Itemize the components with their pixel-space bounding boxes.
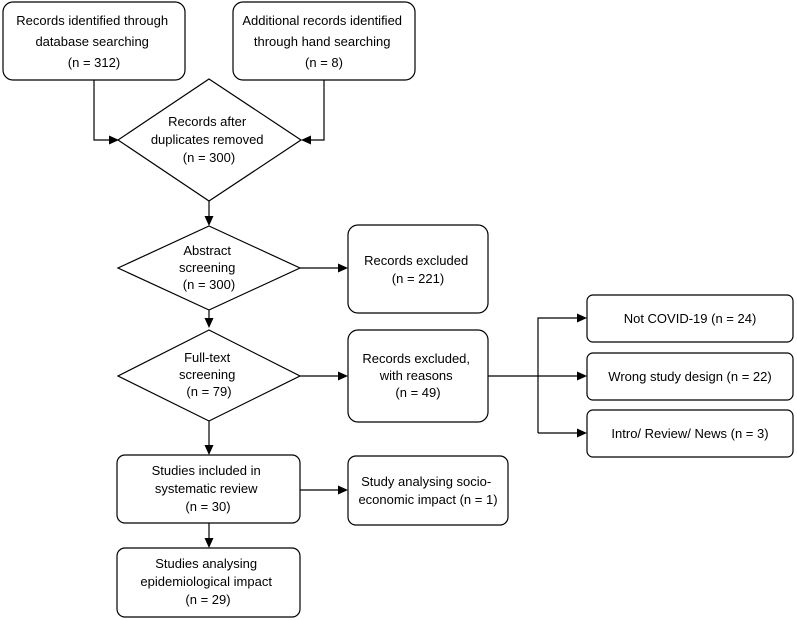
arrowhead xyxy=(338,263,348,273)
node-intro-review: Intro/ Review/ News (n = 3) xyxy=(586,409,794,458)
hand-search-line-3: (n = 8) xyxy=(305,55,343,70)
arrowhead xyxy=(577,428,587,438)
dedup-line-2: duplicates removed xyxy=(151,132,264,147)
node-dedup-decision: Records after duplicates removed (n = 30… xyxy=(116,78,303,202)
hand-search-line-2: through hand searching xyxy=(254,34,391,49)
svg-text:Not COVID-19 (n = 24): Not COVID-19 (n = 24) xyxy=(624,311,757,326)
svg-text:Intro/ Review/ News (n = 3): Intro/ Review/ News (n = 3) xyxy=(611,426,768,441)
node-hand-search: Additional records identified through ha… xyxy=(232,1,416,81)
arrowhead xyxy=(204,318,214,328)
arrowhead xyxy=(338,485,348,495)
db-search-line-2: database searching xyxy=(35,34,148,49)
node-studies-included: Studies included in systematic review (n… xyxy=(116,454,301,524)
excluded-line-1: Records excluded xyxy=(364,253,468,268)
svg-text:Abstract screening: Abstract screening (n = 300) xyxy=(179,243,239,292)
svg-text:Studies included in syst: Studies included in systematic review (n… xyxy=(152,463,265,514)
node-socio-economic: Study analysing socio- economic impact (… xyxy=(347,455,509,526)
socio-line-1: Study analysing socio- xyxy=(361,474,491,489)
included-line-3: (n = 30) xyxy=(185,499,230,514)
abstract-line-3: (n = 300) xyxy=(183,277,235,292)
svg-text:Records excluded (n = 22: Records excluded (n = 221) xyxy=(364,253,472,286)
arrowhead xyxy=(204,216,214,226)
arrowhead xyxy=(577,313,587,323)
db-search-line-3: (n = 312) xyxy=(68,55,120,70)
fulltext-line-2: screening xyxy=(179,367,235,382)
epi-line-1: Studies analysing xyxy=(155,556,257,571)
arrowhead xyxy=(577,371,587,381)
arrowhead xyxy=(109,135,119,145)
svg-text:Records excluded, with r: Records excluded, with reasons (n = 49) xyxy=(362,351,473,400)
excluded-reasons-line-3: (n = 49) xyxy=(395,385,440,400)
connectors xyxy=(93,80,587,548)
node-epidemiological: Studies analysing epidemiological impact… xyxy=(116,547,301,618)
fulltext-line-3: (n = 79) xyxy=(186,384,231,399)
connector-db-to-dedup xyxy=(93,80,111,141)
not-covid-line-1: Not COVID-19 (n = 24) xyxy=(624,311,757,326)
node-db-search: Records identified through database sear… xyxy=(2,1,186,81)
excluded-line-2: (n = 221) xyxy=(392,271,444,286)
abstract-line-1: Abstract xyxy=(183,243,231,258)
node-wrong-design: Wrong study design (n = 22) xyxy=(586,352,794,401)
excluded-reasons-line-1: Records excluded, xyxy=(362,351,470,366)
arrowhead xyxy=(338,371,348,381)
svg-text:Additional records identified: Additional records identified through ha… xyxy=(242,13,405,70)
connector-branch-to-not-covid xyxy=(537,317,579,433)
svg-text:Wrong study design (n = 22): Wrong study design (n = 22) xyxy=(608,369,771,384)
wrong-design-line-1: Wrong study design (n = 22) xyxy=(608,369,771,384)
svg-text:Records after duplicates: Records after duplicates removed (n = 30… xyxy=(151,114,267,165)
abstract-line-2: screening xyxy=(179,260,235,275)
node-fulltext-decision: Full-text screening (n = 79) xyxy=(116,329,302,422)
node-records-excluded-reasons: Records excluded, with reasons (n = 49) xyxy=(347,329,489,423)
node-records-excluded: Records excluded (n = 221) xyxy=(347,224,489,314)
arrowhead xyxy=(204,445,214,455)
dedup-line-3: (n = 300) xyxy=(183,150,235,165)
node-not-covid: Not COVID-19 (n = 24) xyxy=(586,294,794,343)
epi-line-3: (n = 29) xyxy=(185,592,230,607)
epi-line-2: epidemiological impact xyxy=(140,574,272,589)
connector-hand-to-dedup xyxy=(309,80,325,141)
arrowhead xyxy=(204,538,214,548)
svg-text:Study analysing socio- e: Study analysing socio- economic impact (… xyxy=(358,474,497,507)
svg-text:Records identified through: Records identified through database sear… xyxy=(16,13,171,70)
node-abstract-decision: Abstract screening (n = 300) xyxy=(116,225,302,311)
db-search-line-1: Records identified through xyxy=(16,13,168,28)
included-line-1: Studies included in xyxy=(152,463,261,478)
arrowhead xyxy=(301,135,311,145)
svg-text:Studies analysing epidem: Studies analysing epidemiological impact… xyxy=(140,556,275,607)
socio-line-2: economic impact (n = 1) xyxy=(358,492,497,507)
intro-review-line-1: Intro/ Review/ News (n = 3) xyxy=(611,426,768,441)
excluded-reasons-line-2: with reasons xyxy=(379,368,453,383)
hand-search-line-1: Additional records identified xyxy=(242,13,402,28)
dedup-line-1: Records after xyxy=(168,114,247,129)
svg-text:Full-text screening: Full-text screening (n = 79) xyxy=(179,350,239,399)
included-line-2: systematic review xyxy=(155,481,258,496)
fulltext-line-1: Full-text xyxy=(184,350,231,365)
